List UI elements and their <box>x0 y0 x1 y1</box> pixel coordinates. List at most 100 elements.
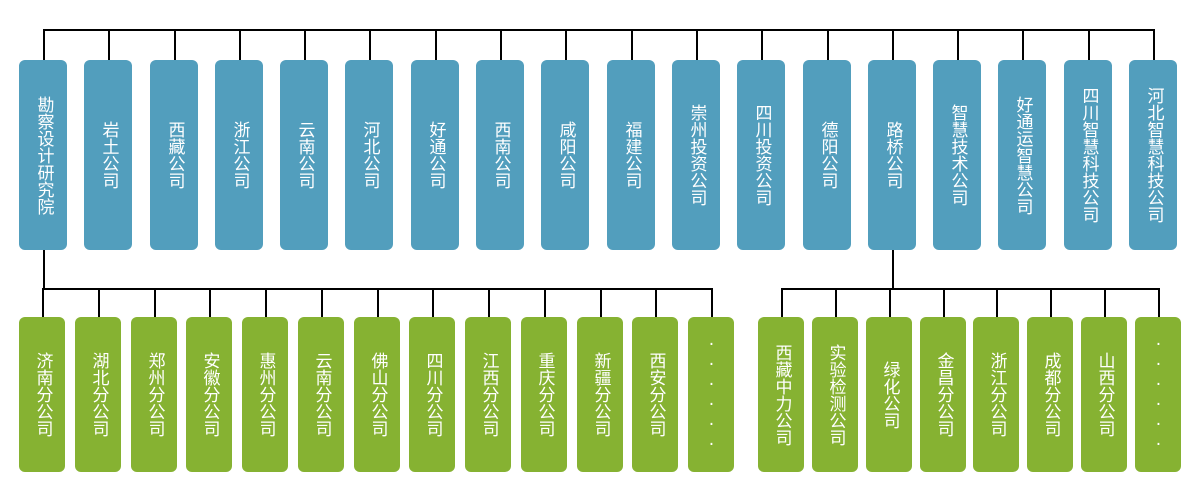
branch-node[interactable]: 西藏中力公司 <box>758 317 804 472</box>
branch-connector-drop <box>42 288 44 317</box>
top-connector-drop <box>369 29 371 60</box>
company-node[interactable]: 智慧技术公司 <box>933 60 981 250</box>
branch-node-label: 山西分公司 <box>1094 352 1115 437</box>
branch-node-label: 郑州分公司 <box>144 352 165 437</box>
branch-node[interactable]: ······ <box>1135 317 1181 472</box>
parent-connector-stem <box>43 250 45 288</box>
branch-node-label: 四川分公司 <box>422 352 443 437</box>
company-node[interactable]: 崇州投资公司 <box>672 60 720 250</box>
company-node-label: 河北智慧科技公司 <box>1143 87 1164 223</box>
branch-node[interactable]: 安徽分公司 <box>186 317 232 472</box>
branch-node[interactable]: 湖北分公司 <box>75 317 121 472</box>
branch-connector-drop <box>377 288 379 317</box>
branch-node-label: 金昌分公司 <box>933 352 954 437</box>
branch-node[interactable]: 郑州分公司 <box>131 317 177 472</box>
company-node[interactable]: 路桥公司 <box>868 60 916 250</box>
company-node[interactable]: 云南公司 <box>280 60 328 250</box>
company-node[interactable]: 四川投资公司 <box>737 60 785 250</box>
top-connector-drop <box>1088 29 1090 60</box>
branch-node[interactable]: 惠州分公司 <box>242 317 288 472</box>
branch-node-label: 云南分公司 <box>311 352 332 437</box>
branch-connector-bar <box>781 288 1159 290</box>
company-node-label: 好通公司 <box>425 121 446 189</box>
branch-node[interactable]: 浙江分公司 <box>973 317 1019 472</box>
company-node[interactable]: 勘察设计研究院 <box>19 60 67 250</box>
branch-node[interactable]: 江西分公司 <box>465 317 511 472</box>
top-connector-drop <box>565 29 567 60</box>
branch-node-label: 佛山分公司 <box>367 352 388 437</box>
branch-connector-drop <box>1050 288 1052 317</box>
branch-node[interactable]: 济南分公司 <box>19 317 65 472</box>
company-node-label: 勘察设计研究院 <box>33 95 54 215</box>
branch-node-label: 新疆分公司 <box>590 352 611 437</box>
company-node-label: 智慧技术公司 <box>947 104 968 206</box>
branch-connector-drop <box>711 288 713 317</box>
company-node[interactable]: 福建公司 <box>607 60 655 250</box>
branch-node-label: ······ <box>701 334 722 455</box>
branch-connector-drop <box>154 288 156 317</box>
top-connector-drop <box>435 29 437 60</box>
company-node-label: 福建公司 <box>621 121 642 189</box>
branch-connector-drop <box>544 288 546 317</box>
top-connector-drop <box>761 29 763 60</box>
branch-node[interactable]: 绿化公司 <box>866 317 912 472</box>
company-node[interactable]: 咸阳公司 <box>541 60 589 250</box>
branch-node-label: 济南分公司 <box>32 352 53 437</box>
branch-node[interactable]: 重庆分公司 <box>521 317 567 472</box>
company-node-label: 云南公司 <box>294 121 315 189</box>
branch-node-label: 实验检测公司 <box>825 343 846 446</box>
branch-connector-drop <box>209 288 211 317</box>
company-node[interactable]: 浙江公司 <box>215 60 263 250</box>
branch-node[interactable]: 金昌分公司 <box>920 317 966 472</box>
top-connector-drop <box>892 29 894 60</box>
branch-node[interactable]: 云南分公司 <box>298 317 344 472</box>
company-node[interactable]: 西南公司 <box>476 60 524 250</box>
company-node[interactable]: 德阳公司 <box>803 60 851 250</box>
branch-connector-drop <box>265 288 267 317</box>
branch-node[interactable]: 新疆分公司 <box>577 317 623 472</box>
company-node[interactable]: 岩土公司 <box>84 60 132 250</box>
top-connector-drop <box>631 29 633 60</box>
branch-node-label: 重庆分公司 <box>534 352 555 437</box>
branch-node-label: 湖北分公司 <box>88 352 109 437</box>
branch-connector-drop <box>600 288 602 317</box>
branch-connector-drop <box>488 288 490 317</box>
company-node-label: 路桥公司 <box>882 121 903 189</box>
branch-node-label: 成都分公司 <box>1040 352 1061 437</box>
branch-node[interactable]: ······ <box>688 317 734 472</box>
top-connector-drop <box>696 29 698 60</box>
company-node[interactable]: 好通运智慧公司 <box>998 60 1046 250</box>
branch-connector-drop <box>781 288 783 317</box>
top-connector-drop <box>304 29 306 60</box>
branch-node[interactable]: 西安分公司 <box>632 317 678 472</box>
company-node-label: 西藏公司 <box>164 121 185 189</box>
branch-node[interactable]: 实验检测公司 <box>812 317 858 472</box>
company-node-label: 西南公司 <box>490 121 511 189</box>
branch-connector-drop <box>996 288 998 317</box>
company-node[interactable]: 西藏公司 <box>150 60 198 250</box>
branch-connector-drop <box>1158 288 1160 317</box>
top-connector-bar <box>43 29 1154 31</box>
company-node[interactable]: 好通公司 <box>411 60 459 250</box>
company-node-label: 崇州投资公司 <box>686 104 707 206</box>
branch-node[interactable]: 佛山分公司 <box>354 317 400 472</box>
top-connector-drop <box>827 29 829 60</box>
branch-node[interactable]: 四川分公司 <box>409 317 455 472</box>
company-node-label: 浙江公司 <box>229 121 250 189</box>
top-connector-drop <box>1153 29 1155 60</box>
company-node-label: 德阳公司 <box>817 121 838 189</box>
company-node-label: 好通运智慧公司 <box>1012 95 1033 215</box>
company-node[interactable]: 四川智慧科技公司 <box>1064 60 1112 250</box>
company-node-label: 四川智慧科技公司 <box>1078 87 1099 223</box>
branch-node[interactable]: 成都分公司 <box>1027 317 1073 472</box>
branch-connector-drop <box>889 288 891 317</box>
company-node[interactable]: 河北智慧科技公司 <box>1129 60 1177 250</box>
branch-node-label: 浙江分公司 <box>986 352 1007 437</box>
top-connector-drop <box>957 29 959 60</box>
company-node[interactable]: 河北公司 <box>345 60 393 250</box>
branch-node-label: 西安分公司 <box>645 352 666 437</box>
top-connector-drop <box>174 29 176 60</box>
company-node-label: 四川投资公司 <box>751 104 772 206</box>
branch-node[interactable]: 山西分公司 <box>1081 317 1127 472</box>
